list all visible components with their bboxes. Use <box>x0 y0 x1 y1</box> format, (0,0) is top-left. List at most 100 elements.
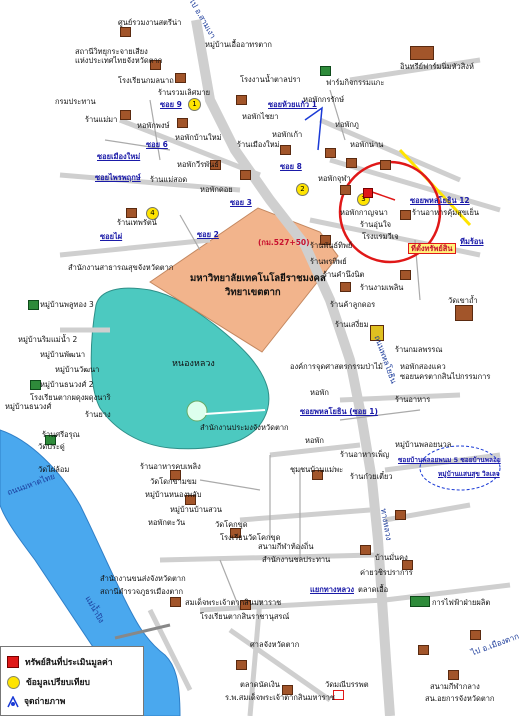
label-soi-kho[interactable]: ซอยไพรพฤกษ์ <box>95 173 141 182</box>
label-soi-6[interactable]: ซอย 6 <box>146 140 168 149</box>
label-soi-ban[interactable]: ซอยบ้านพลอยพนม 5 ซอยบ้านพลอย <box>398 456 501 464</box>
building-marker <box>340 185 351 195</box>
building-marker <box>370 325 384 341</box>
building-marker <box>410 46 434 60</box>
label-forestry-org: องค์การจุดศาสตรกรรมป่าไม้ <box>290 362 383 371</box>
label-shop-toy: ร้านเทพรัตน์ <box>117 218 157 227</box>
tree-marker <box>30 380 41 390</box>
label-shop-kuaytiew: ร้านก๋วยเตี๋ยว <box>350 472 393 481</box>
building-marker <box>126 208 137 218</box>
label-hoo-name: ร้านคำนึงนิต <box>323 270 365 279</box>
building-marker <box>240 600 251 610</box>
label-hoo-pu: หอพักภู <box>335 120 359 129</box>
label-village-top: หมู่บ้านเอื้ออาทรตาก <box>205 40 272 49</box>
label-mae-sot: ร้านแม่สอด <box>150 175 188 184</box>
label-shop-ngam: ร้านงามเพลิน <box>360 283 404 292</box>
legend-label-photo: จุดถ่ายภาพ <box>24 697 66 707</box>
label-nong-luang: หนองหลวง <box>172 359 215 369</box>
label-shop-peng: ร้านอาหารเพ็ญ <box>340 450 390 459</box>
bridge <box>114 623 171 640</box>
label-soi-muang[interactable]: ซอยเมืองใหม่ <box>97 152 141 161</box>
label-village-4: หมู่บ้านวัฒนา <box>55 365 100 374</box>
label-somdet: สมเด็จพระเจ้าตากสินมหาราช <box>185 598 282 607</box>
label-thip-sorn[interactable]: ทีมร้อน <box>460 237 484 246</box>
label-hoo-ranger: หอพักกรรักษ์ <box>303 95 345 104</box>
label-intersection[interactable]: แยกทางหลวง <box>310 585 355 594</box>
label-school-sy: โรงเรียนตากสินราชานุสรณ์ <box>200 612 290 621</box>
map-legend: ทรัพย์สินที่ประเมินมูลค่า ข้อมูลเปรียบเท… <box>0 646 144 716</box>
label-km: (กม.527+50) <box>258 238 310 247</box>
subject-arrow <box>371 191 396 201</box>
red-square-icon <box>7 656 19 668</box>
label-wat-tho: วัดโดกขามขม <box>150 477 197 486</box>
village-circle <box>419 445 501 491</box>
hospital-marker <box>333 690 344 700</box>
label-soi-khom[interactable]: ซอยพหลโยธิน 12 <box>410 196 470 205</box>
label-subject-property[interactable]: ที่ตั้งทรัพย์สิน <box>408 243 456 254</box>
label-soi-phah[interactable]: ซอยพหลโยธิน (ซอย 1) <box>300 407 378 416</box>
label-soi-2[interactable]: ซอย 2 <box>197 230 219 239</box>
lake-island <box>186 400 208 422</box>
legend-row-photo: จุดถ่ายภาพ <box>7 694 65 708</box>
legend-row-comparison: ข้อมูลเปรียบเทียบ <box>7 675 90 689</box>
label-wat-jai: วัดประดู่ <box>38 442 65 451</box>
building-marker <box>230 528 241 538</box>
label-soi-3[interactable]: ซอย 3 <box>230 198 252 207</box>
subject-property-marker[interactable] <box>363 188 373 198</box>
label-transport-office: สำนักงานขนส่งจังหวัดตาก <box>100 574 186 583</box>
label-village-3: หมู่บ้านพัฒนา <box>40 350 86 359</box>
label-village-5: หมู่บ้านธนวงศ์ 2 <box>40 380 94 389</box>
label-camp: ค่ายวชิรปราการ <box>360 568 413 577</box>
label-factory-top: โรงงานน้ำตาลปรา <box>240 75 301 84</box>
label-school-top: ศูนย์รวมงานสตรีน่า <box>118 18 182 27</box>
label-shop-ua: ร้านยาง <box>85 410 111 419</box>
legend-label-comparison: ข้อมูลเปรียบเทียบ <box>26 678 90 688</box>
label-primary-school: โรงเรียนกมลนาถ <box>118 76 174 85</box>
building-marker <box>320 235 331 245</box>
comparison-marker-1[interactable]: 1 <box>188 98 201 111</box>
building-marker <box>312 470 323 480</box>
label-dorm-songkhwae: หอพักสองแคว <box>400 362 446 371</box>
label-soi-9[interactable]: ซอย 9 <box>160 100 182 109</box>
label-school-khok: โรงเรียนวัดโคกขุด <box>220 533 281 542</box>
label-hospital: ร.พ.สมเด็จพระเจ้าตากสินมหาราช <box>225 693 336 702</box>
label-banmai: หอพักบ้านใหม่ <box>175 133 222 142</box>
label-shop-seng: ร้านเสงี่ยม <box>335 320 369 329</box>
yellow-circle-icon <box>7 675 20 689</box>
label-radio-station: สถานีวิทยุกระจายเสียง แห่งประเทศไทยจังหว… <box>75 47 163 65</box>
label-irrigation-office: สำนักงานชลประทาน <box>262 555 331 564</box>
label-village-6: หมู่บ้านธนวงศ์ <box>5 402 52 411</box>
ping-river <box>0 429 181 716</box>
label-village-7: หมู่บ้านหนองพลับ <box>145 490 202 499</box>
label-soi-tangsadet[interactable]: ซอยห้วยแก้ว 1 <box>268 100 317 109</box>
building-marker <box>340 282 351 292</box>
label-soi-pai[interactable]: ซอยไผ่ <box>100 232 123 241</box>
label-wat-maneesri: วัดมณีบรรพต <box>325 680 369 689</box>
building-marker <box>418 645 429 655</box>
label-village-1: หมู่บ้านพลูทอง 3 <box>40 300 94 309</box>
label-soi-ban-2[interactable]: หมู่บ้านแสนสุข วิลเลจ <box>438 470 500 478</box>
building-marker <box>402 560 413 570</box>
label-wat-khok: วัดโคกขุด <box>215 520 248 529</box>
label-health-office: สำนักงานสาธารณสุขจังหวัดตาก <box>68 263 174 272</box>
building-marker <box>120 110 131 120</box>
comparison-marker-4[interactable]: 4 <box>146 207 159 220</box>
label-fishery-office: สำนักงานประมงจังหวัดตาก <box>200 423 289 432</box>
label-cowdaa: หมู่บ้านพลอยนวล <box>395 440 452 449</box>
label-hoo-karn: หอพักกาญจนา <box>340 208 388 217</box>
label-farm: ฟาร์มกิจกรรมแกะ <box>326 78 385 87</box>
tree-marker <box>28 300 39 310</box>
label-shop-mae: ร้านแม่มา <box>85 115 118 124</box>
label-shop-cp: ร้านอาหาร <box>395 395 431 404</box>
building-marker <box>346 158 357 168</box>
label-village-8: หมู่บ้านบ้านสวน <box>170 505 223 514</box>
label-village-2: หมู่บ้านริมแม่น้ำ 2 <box>18 335 78 344</box>
building-marker <box>360 545 371 555</box>
comparison-marker-2[interactable]: 2 <box>296 183 309 196</box>
building-marker <box>120 27 131 37</box>
label-cattle-ranch: อินทรีย์ฟาร์มนิ่มหัวสิงห์ <box>400 62 474 71</box>
label-soi-8[interactable]: ซอย 8 <box>280 162 302 171</box>
label-market-top: ตลาดนัดเงิน <box>240 680 280 689</box>
camera-angle-icon <box>7 694 19 707</box>
